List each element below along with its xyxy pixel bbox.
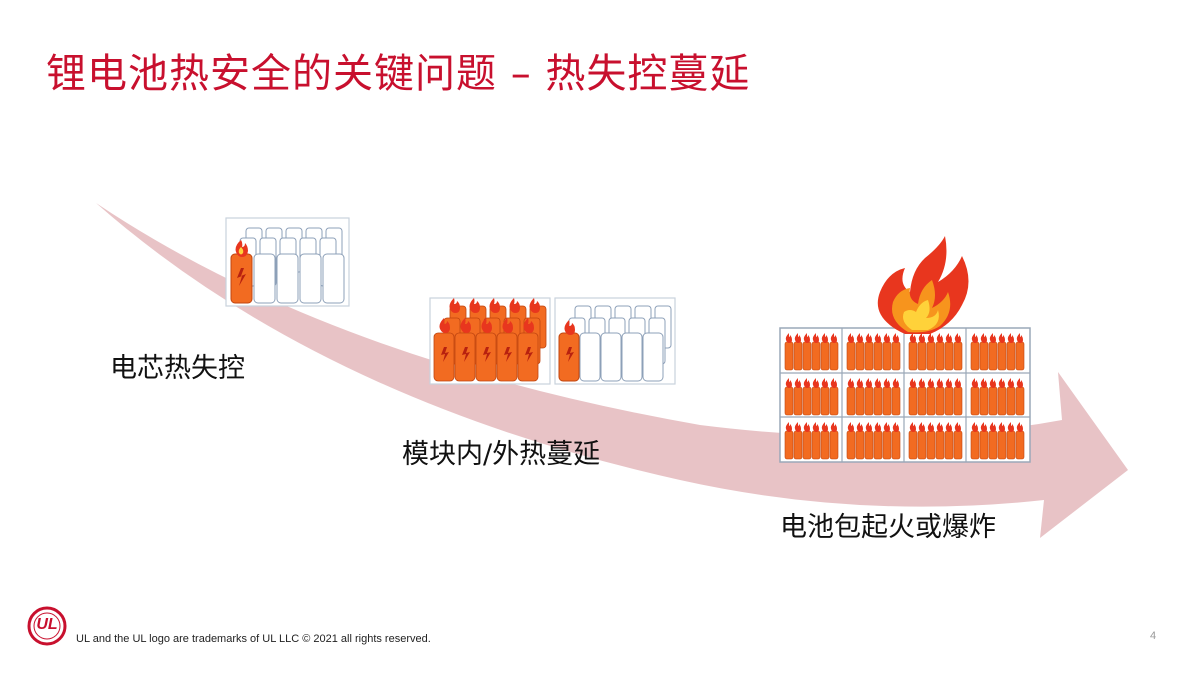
cell-flame-icon xyxy=(980,422,987,432)
cell-flame-icon xyxy=(945,378,952,388)
cell-flame-icon xyxy=(927,333,934,343)
cell-flame-icon xyxy=(847,333,854,343)
cell-flame-icon xyxy=(785,422,792,432)
cell-flame-icon xyxy=(830,422,837,432)
cell-flame-icon xyxy=(821,378,828,388)
cell-flame-icon xyxy=(909,333,916,343)
cell-flame-icon xyxy=(998,378,1005,388)
cell-flame-icon xyxy=(803,333,810,343)
cell-flame-icon xyxy=(1016,333,1023,343)
cell-flame-icon xyxy=(856,422,863,432)
cell-flame-icon xyxy=(971,378,978,388)
cell-flame-icon xyxy=(971,333,978,343)
cell-flame-icon xyxy=(892,378,899,388)
cell-flame-icon xyxy=(1016,422,1023,432)
cell-flame-icon xyxy=(785,378,792,388)
cell-flame-icon xyxy=(812,378,819,388)
cell-flame-icon xyxy=(856,333,863,343)
page-number: 4 xyxy=(1150,630,1157,642)
cell-flame-icon xyxy=(830,378,837,388)
cell-flame-icon xyxy=(892,333,899,343)
cell-flame-icon xyxy=(1007,333,1014,343)
cell-flame-icon xyxy=(865,378,872,388)
cell-flame-icon xyxy=(936,333,943,343)
cell-flame-icon xyxy=(971,422,978,432)
cell-flame-icon xyxy=(989,422,996,432)
cell-flame-icon xyxy=(883,422,890,432)
cell-flame-icon xyxy=(1016,378,1023,388)
cell-flame-icon xyxy=(847,422,854,432)
cell-flame-icon xyxy=(927,378,934,388)
cell-flame-icon xyxy=(812,333,819,343)
cell-flame-icon xyxy=(874,422,881,432)
cell-flame-icon xyxy=(945,422,952,432)
cell-flame-icon xyxy=(865,422,872,432)
cell-flame-icon xyxy=(821,422,828,432)
cell-flame-icon xyxy=(989,378,996,388)
cell-flame-icon xyxy=(847,378,854,388)
cell-flame-icon xyxy=(936,422,943,432)
cell-flame-icon xyxy=(918,333,925,343)
cell-flame-icon xyxy=(998,333,1005,343)
cell-flame-icon xyxy=(803,422,810,432)
cell-flame-icon xyxy=(892,422,899,432)
cell-flame-icon xyxy=(874,333,881,343)
cell-flame-icon xyxy=(989,333,996,343)
cell-flame-icon xyxy=(909,422,916,432)
cell-flame-icon xyxy=(954,333,961,343)
cell-flame-icon xyxy=(954,378,961,388)
cell-flame-icon xyxy=(980,378,987,388)
cell-flame-icon xyxy=(865,333,872,343)
cell-flame-icon xyxy=(1007,378,1014,388)
cell-flame-icon xyxy=(918,422,925,432)
trademark-text: UL and the UL logo are trademarks of UL … xyxy=(76,633,431,645)
cell-flame-icon xyxy=(803,378,810,388)
stage-label-pack: 电池包起火或爆炸 xyxy=(780,512,996,543)
cell-flame-icon xyxy=(918,378,925,388)
cell-flame-icon xyxy=(954,422,961,432)
cell-flame-icon xyxy=(874,378,881,388)
cell-flame-icon xyxy=(927,422,934,432)
cell-flame-icon xyxy=(1007,422,1014,432)
cell-flame-icon xyxy=(945,333,952,343)
cell-flame-icon xyxy=(785,333,792,343)
cell-flame-icon xyxy=(821,333,828,343)
cell-flame-icon xyxy=(794,422,801,432)
cell-flame-icon xyxy=(794,333,801,343)
stage-label-cell: 电芯热失控 xyxy=(110,353,245,384)
cell-flame-icon xyxy=(794,378,801,388)
cell-flame-icon xyxy=(883,333,890,343)
cell-flame-icon xyxy=(856,378,863,388)
cell-flame-icon xyxy=(909,378,916,388)
ul-logo-text: UL xyxy=(36,616,58,633)
cell-flame-icon xyxy=(830,333,837,343)
cell-flame-icon xyxy=(883,378,890,388)
slide-title: 锂电池热安全的关键问题 – 热失控蔓延 xyxy=(46,51,751,97)
cell-flame-icon xyxy=(998,422,1005,432)
cell-flame-icon xyxy=(980,333,987,343)
cell-flame-icon xyxy=(936,378,943,388)
cell-flame-icon xyxy=(812,422,819,432)
stage-label-module: 模块内/外热蔓延 xyxy=(402,439,601,470)
